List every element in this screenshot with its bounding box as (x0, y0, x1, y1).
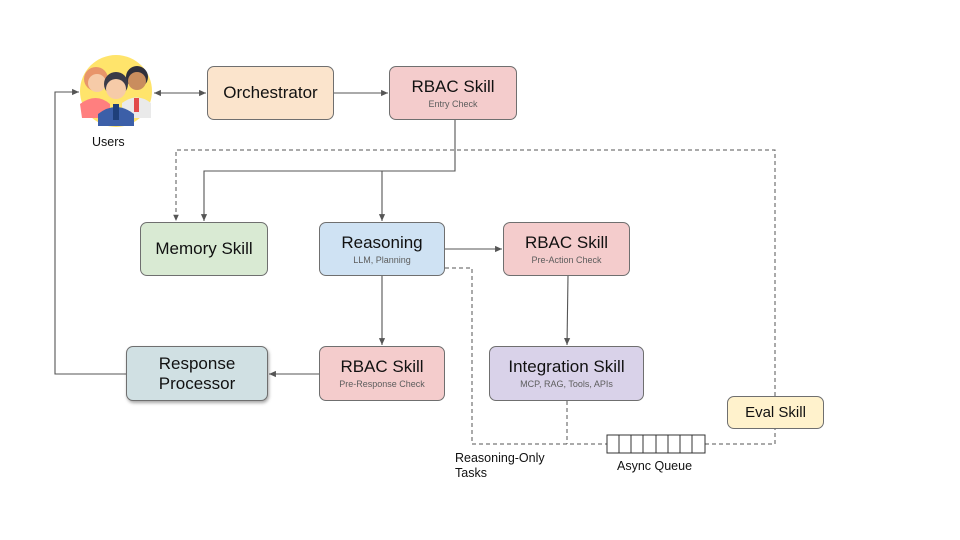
memory-skill-node: Memory Skill (140, 222, 268, 276)
rbac-preresponse-title: RBAC Skill (340, 357, 424, 376)
eval-skill-node: Eval Skill (727, 396, 824, 429)
rbac-preaction-title: RBAC Skill (524, 232, 609, 252)
reasoning-only-line1: Reasoning-Only (455, 451, 545, 465)
eval-memory-dashed-connector (173, 149, 776, 396)
orchestrator-node: Orchestrator (207, 66, 334, 120)
reasoning-subtitle: LLM, Planning (353, 254, 411, 265)
integration-title: Integration Skill (508, 357, 625, 376)
reasoning-only-line2: Tasks (455, 466, 487, 480)
response-processor-title-line1: Response (158, 353, 236, 373)
reasoning-node: Reasoning LLM, Planning (319, 222, 445, 276)
processor-users-connector (54, 88, 126, 375)
reasoning-title: Reasoning (341, 232, 423, 252)
rbac-entry-title: RBAC Skill (411, 76, 495, 96)
reasoning-only-tasks-label: Reasoning-Only Tasks (455, 451, 545, 481)
integration-skill-node: Integration Skill MCP, RAG, Tools, APIs (489, 346, 644, 401)
users-icon (80, 55, 152, 127)
async-queue-icon (606, 434, 706, 454)
rbac-pre-response-node: RBAC Skill Pre-Response Check (319, 346, 445, 401)
rbac-entry-check-node: RBAC Skill Entry Check (389, 66, 517, 120)
queue-eval-dashed-connector (705, 429, 776, 445)
response-processor-node: Response Processor (126, 346, 268, 401)
response-processor-title-line2: Processor (158, 373, 236, 393)
reasoning-only-dashed-connector (445, 267, 607, 445)
users-label: Users (92, 135, 125, 149)
async-queue-label: Async Queue (617, 459, 693, 473)
orchestrator-title: Orchestrator (223, 83, 318, 102)
memory-title: Memory Skill (155, 239, 253, 258)
rbac-preaction-subtitle: Pre-Action Check (531, 254, 602, 265)
preaction-integration-connector (564, 275, 571, 346)
integration-subtitle: MCP, RAG, Tools, APIs (520, 379, 613, 389)
rbac-memory-connector (200, 120, 456, 221)
rbac-pre-action-node: RBAC Skill Pre-Action Check (503, 222, 630, 276)
eval-title: Eval Skill (745, 403, 806, 421)
rbac-preresponse-subtitle: Pre-Response Check (339, 379, 425, 389)
rbac-entry-subtitle: Entry Check (428, 98, 478, 109)
